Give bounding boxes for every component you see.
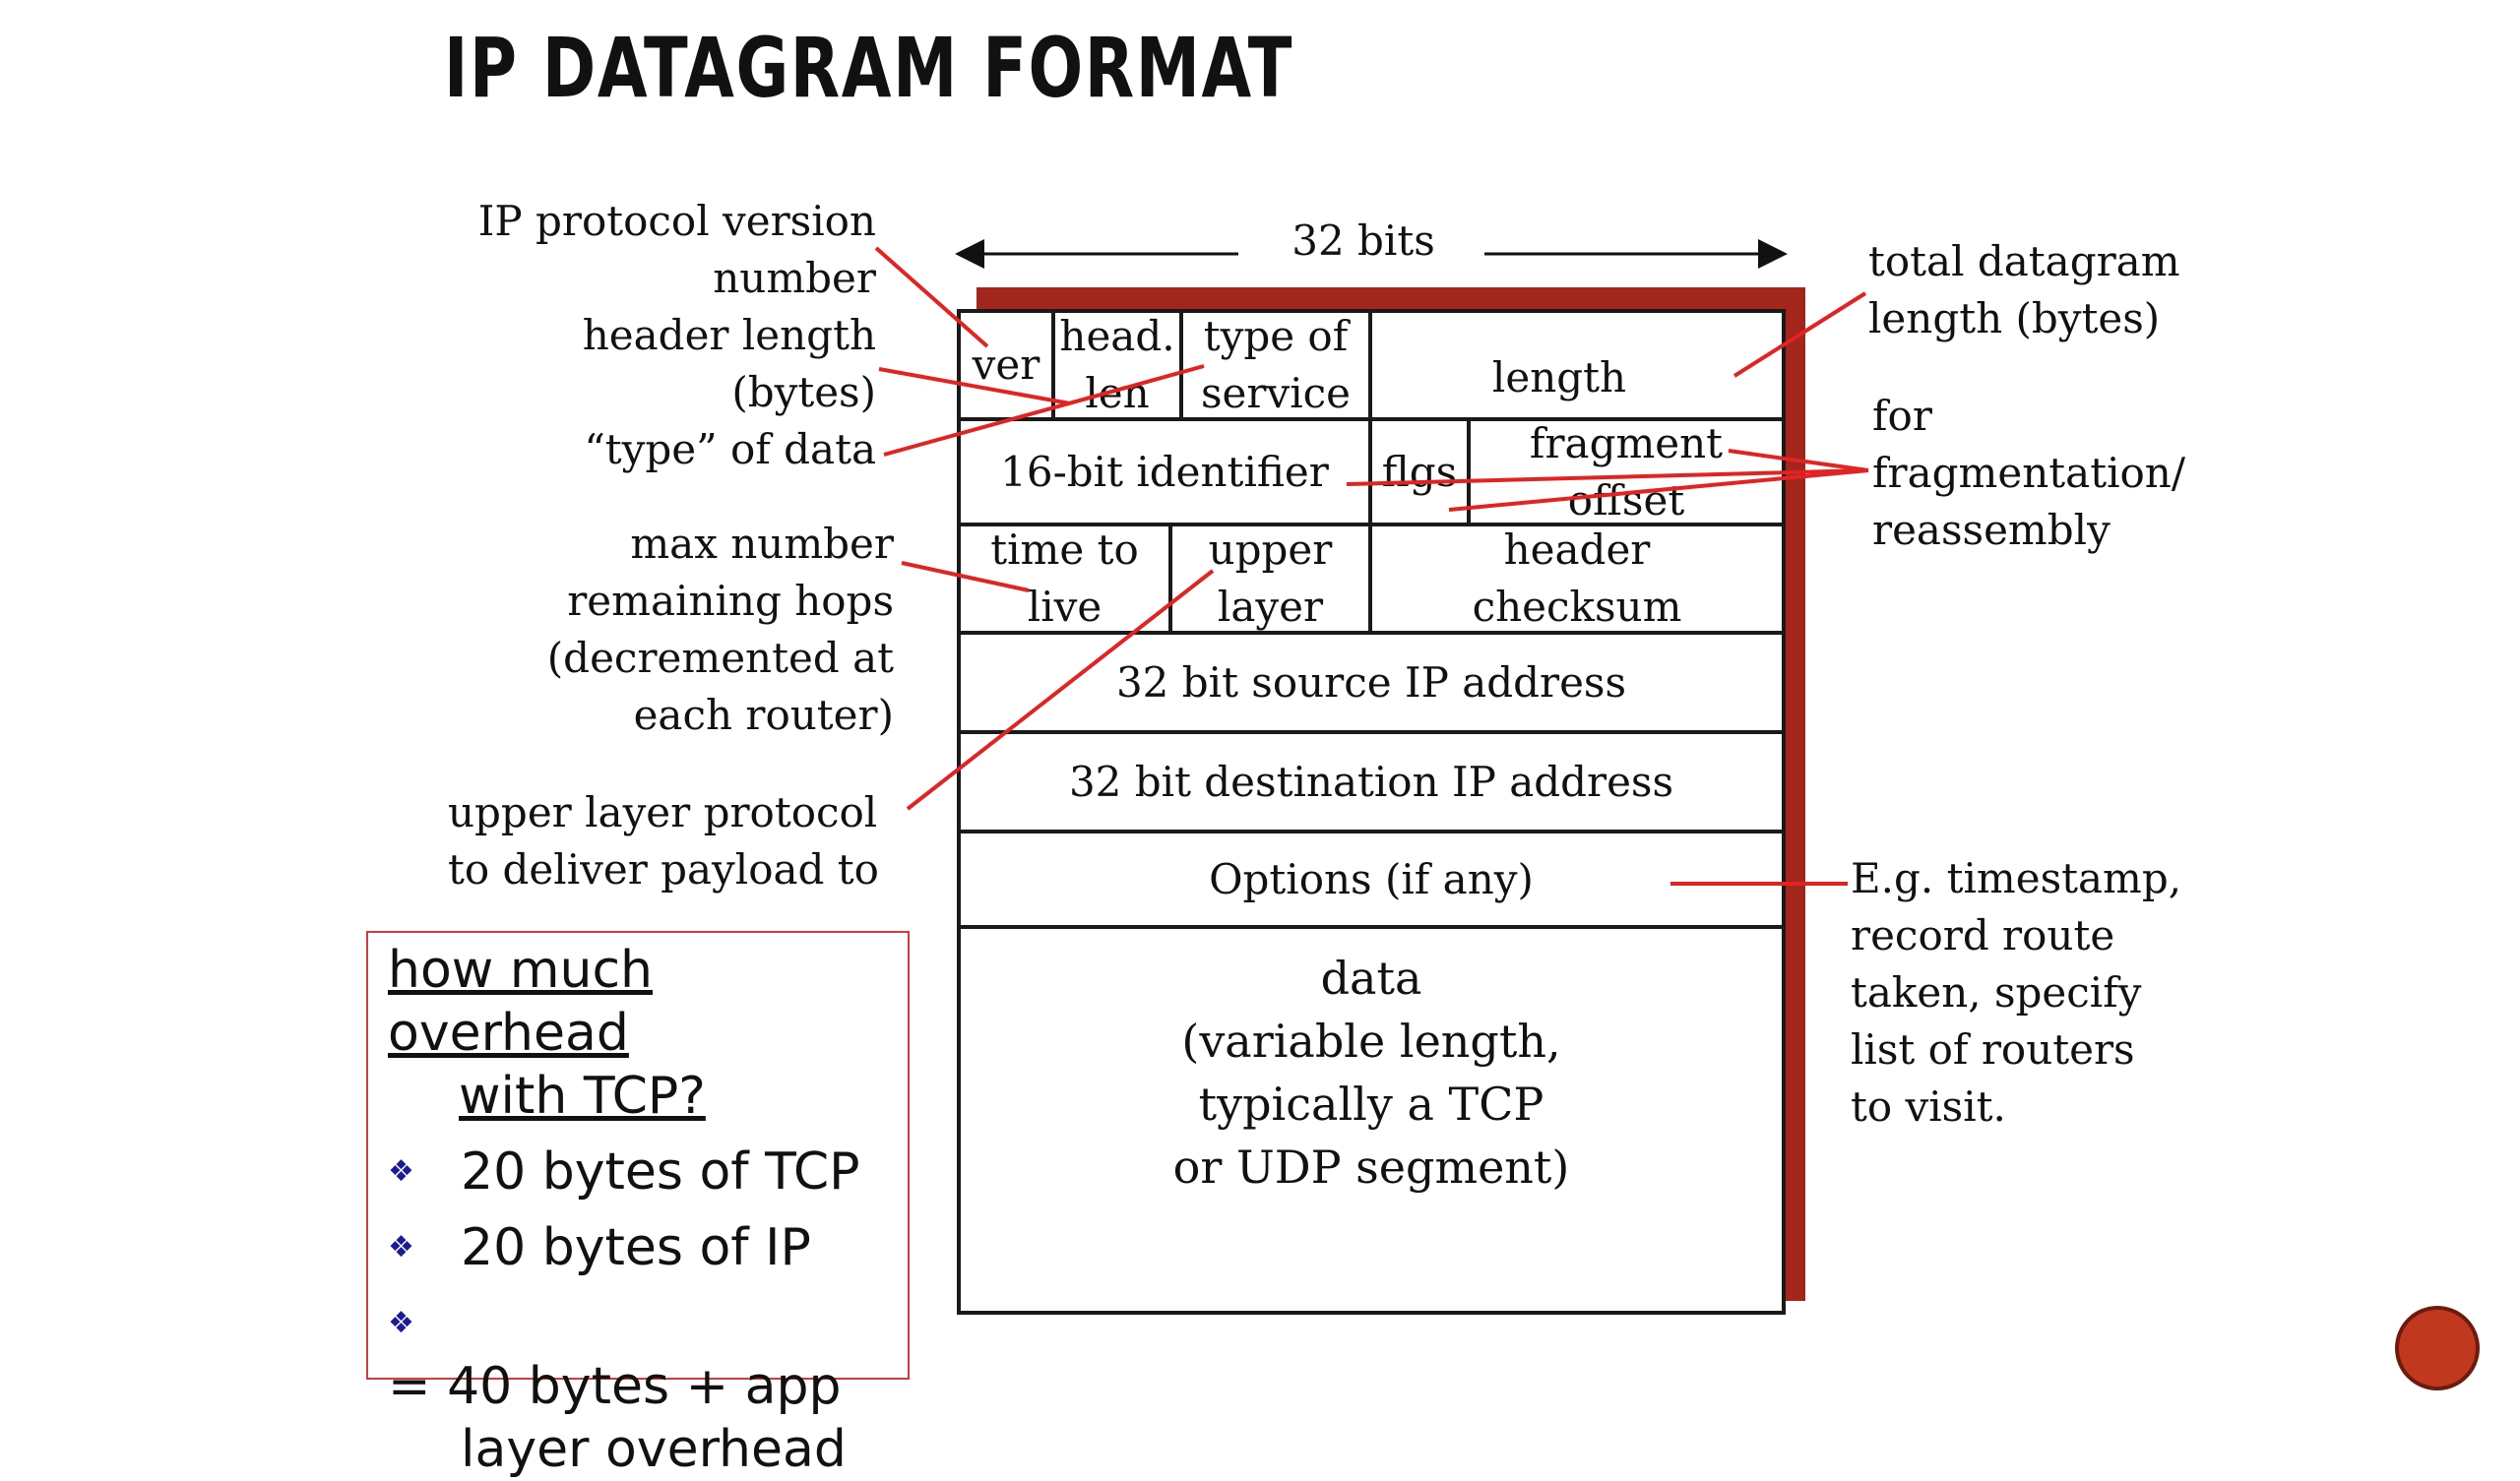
field-source-address: 32 bit source IP address [1115,657,1627,707]
row-divider [957,631,1786,635]
slide-title: IP DATAGRAM FORMAT [444,20,1293,116]
pointer-lines [874,239,1869,886]
field-identifier: 16-bit identifier [1000,447,1329,496]
col-divider [1179,309,1183,419]
field-destination-address: 32 bit destination IP address [1068,757,1674,806]
pointer-version [874,246,989,348]
pointer-fragmentation-flags [1346,468,1869,486]
col-divider [1368,525,1372,633]
annotation-fragmentation: for fragmentation/ reassembly [1872,392,2185,554]
annotation-type-of-data: “type” of data [584,425,876,473]
field-header-length: head.len [1059,313,1175,417]
slide-number-badge [2395,1306,2480,1390]
row-divider [957,730,1786,734]
field-length: length [1491,353,1627,401]
pointer-fragmentation-offset-label [1728,449,1869,472]
col-divider [1168,525,1172,633]
col-divider [1051,309,1055,419]
pointer-upper-protocol [906,569,1215,811]
annotation-upper-protocol: upper layer protocol to deliver payload … [448,788,879,894]
pointer-header-length [878,367,1071,405]
row-divider [957,830,1786,833]
width-label: 32 bits [1292,216,1435,265]
slide: IP DATAGRAM FORMAT 32 bits ver head.len … [366,20,2480,1479]
overhead-box: how much overhead with TCP? ❖ 20 bytes o… [366,931,910,1479]
diamond-bullet-icon: ❖ [388,1230,414,1265]
col-divider [1368,309,1372,419]
pointer-total-length [1732,291,1867,378]
field-flags: flgs [1381,447,1458,496]
diamond-bullet-icon: ❖ [388,1154,414,1189]
overhead-item: ❖ 20 bytes of IP [388,1218,811,1277]
field-data: data (variable length, typically a TCP o… [1172,952,1570,1194]
col-divider [1467,419,1471,525]
annotation-header-length: header length (bytes) [582,311,876,416]
field-options: Options (if any) [1209,854,1534,903]
pointer-fragmentation-offset [1448,468,1869,512]
field-ver: ver [972,340,1040,389]
diamond-bullet-icon: ❖ [388,1306,414,1340]
annotation-version: IP protocol version number [477,197,876,302]
annotation-options-example: E.g. timestamp, record route taken, spec… [1851,854,2182,1131]
col-divider [1368,419,1372,525]
overhead-title: how much overhead with TCP? [388,941,706,1126]
overhead-item: ❖ 20 bytes of TCP [388,1142,860,1202]
row-divider [957,925,1786,929]
pointer-type-of-data [883,364,1205,457]
annotation-max-hops: max number remaining hops (decremented a… [546,520,894,739]
pointer-max-hops [901,561,1030,592]
annotation-total-length: total datagram length (bytes) [1868,237,2180,342]
